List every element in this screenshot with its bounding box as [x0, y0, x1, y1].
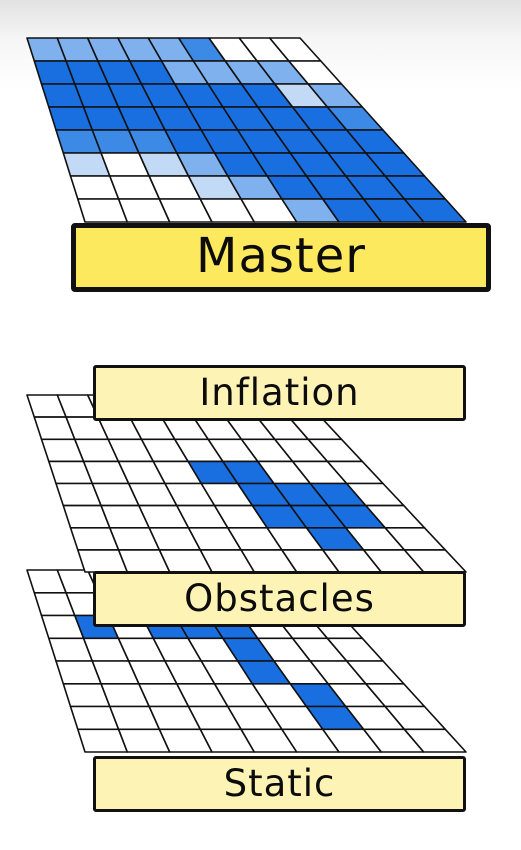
inflation-layer-grid: [26, 394, 467, 573]
master-layer-grid: [26, 37, 467, 223]
obstacles-layer-grid: [26, 569, 467, 753]
obstacles-layer-label: Obstacles: [93, 571, 466, 627]
static-layer-label: Static: [93, 756, 466, 812]
master-layer-label: Master: [71, 223, 491, 292]
master-grid-cell: [403, 198, 467, 223]
inflation-layer-label: Inflation: [93, 365, 466, 421]
obstacles-grid-cell: [403, 728, 467, 753]
inflation-grid-cell: [403, 549, 467, 573]
